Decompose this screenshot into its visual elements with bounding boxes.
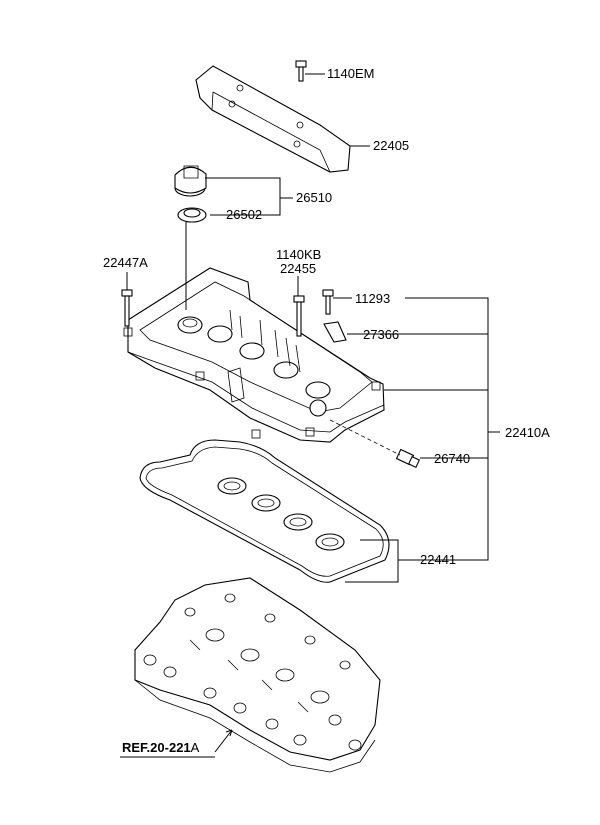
reference-prefix: REF.20-221 [122,740,191,755]
label-26502: 26502 [226,207,263,222]
label-22447a: 22447A [103,255,148,270]
pcv-valve [395,448,421,469]
cylinder-head-cover [123,267,385,443]
oil-filler-cap [174,165,207,197]
label-27366: 27366 [363,327,400,342]
reference-suffix: A [190,740,200,755]
filler-cap-seal [177,207,207,223]
label-11293: 11293 [355,291,391,306]
reference-label: REF.20-221A [122,740,199,755]
label-22441: 22441 [420,552,457,567]
bolt-1140em [295,60,307,82]
engine-top-cover [195,65,351,173]
label-22455: 22455 [280,261,317,276]
label-22405: 22405 [373,138,410,153]
bolt-22447a [121,289,133,327]
label-1140kb: 1140KB [276,247,322,262]
bracket-27366 [323,321,347,343]
bolt-22455 [293,295,305,337]
label-1140em: 1140EM [327,66,375,81]
leader-lines [120,73,500,758]
label-26740: 26740 [434,451,471,466]
cylinder-head [134,577,381,773]
cover-gasket [139,439,390,583]
label-22410a: 22410A [505,425,550,440]
bolt-11293 [322,289,334,315]
label-26510: 26510 [296,190,333,205]
